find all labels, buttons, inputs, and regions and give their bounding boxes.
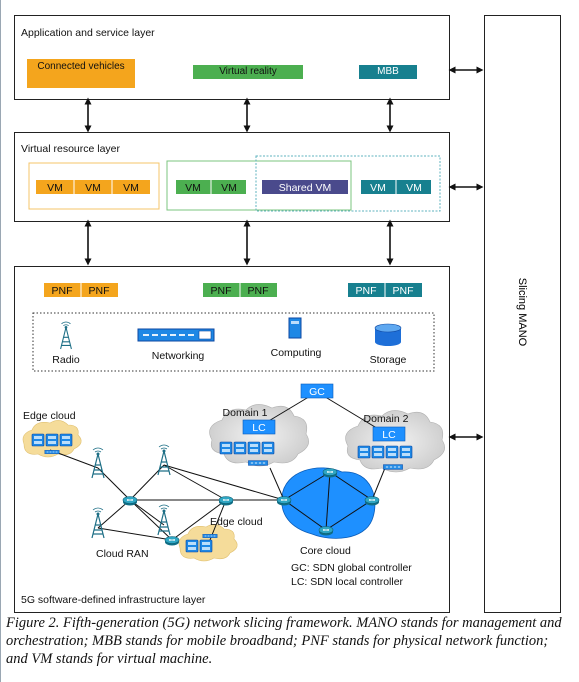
vm-label: VM — [406, 182, 422, 194]
legend-lc-label: LC: SDN local controller — [291, 576, 404, 588]
gc-box — [300, 383, 334, 399]
pnf-label: PNF — [52, 285, 73, 297]
router-icon — [364, 496, 380, 506]
pnf-label: PNF — [248, 285, 269, 297]
router-icon — [164, 536, 180, 546]
resource-labels: Radio Networking Computing Storage — [52, 347, 406, 366]
service-virtual-reality: Virtual reality — [193, 65, 303, 79]
legend-gc-label: GC: SDN global controller — [291, 562, 412, 574]
router-icon — [122, 496, 138, 506]
vm-label: VM — [221, 182, 237, 194]
router-icon — [218, 496, 234, 506]
slicing-mano-box: Slicing MANO — [484, 15, 561, 613]
service-connected-vehicles: Connected vehicles — [27, 59, 135, 88]
radio-tower-icon — [157, 504, 171, 536]
layer-arrows — [84, 66, 484, 441]
virtual-layer-title: Virtual resource layer — [21, 143, 121, 155]
pnf-label: PNF — [393, 285, 414, 297]
pnf-label: PNF — [211, 285, 232, 297]
virtual-resource-layer: Virtual resource layer — [14, 132, 450, 222]
pnf-labels: PNF PNF PNF PNF PNF PNF — [52, 285, 414, 297]
radio-tower-icon — [91, 507, 105, 539]
computing-icon — [288, 317, 302, 339]
vm-label: VM — [185, 182, 201, 194]
resource-computing-label: Computing — [271, 347, 322, 359]
resource-networking-label: Networking — [152, 350, 205, 362]
edge-cloud-left-label: Edge cloud — [23, 410, 76, 422]
lc-box-domain1 — [242, 419, 276, 435]
gc-label: GC — [309, 386, 325, 398]
vm-label: VM — [123, 182, 139, 194]
application-layer-title: Application and service layer — [21, 27, 155, 39]
vm-label: VM — [47, 182, 63, 194]
resource-storage-label: Storage — [370, 354, 407, 366]
network-links — [49, 391, 386, 541]
lc-box-domain2 — [372, 426, 406, 442]
lc-label-domain2: LC — [382, 429, 396, 441]
resource-pool-box — [32, 312, 435, 372]
core-cloud-label: Core cloud — [300, 545, 351, 557]
router-icon — [276, 496, 292, 506]
storage-icon — [374, 323, 402, 346]
domain1-label: Domain 1 — [223, 407, 268, 419]
lc-label-domain1: LC — [252, 422, 266, 434]
radio-tower-icon — [157, 444, 171, 476]
pnf-label: PNF — [356, 285, 377, 297]
service-mbb: MBB — [359, 65, 417, 79]
vm-labels: VM VM VM VM VM Shared VM VM VM — [47, 182, 422, 194]
networking-icon — [137, 328, 215, 342]
pnf-chips — [44, 283, 422, 297]
vm-label: VM — [85, 182, 101, 194]
cloud-ran-label: Cloud RAN — [96, 548, 149, 560]
radio-icon — [60, 321, 72, 350]
pnf-label: PNF — [89, 285, 110, 297]
edge-cloud-center-label: Edge cloud — [210, 516, 263, 528]
vm-slices — [28, 155, 441, 212]
application-service-layer: Application and service layer Connected … — [14, 15, 450, 100]
radio-tower-icon — [91, 447, 105, 479]
domain2-label: Domain 2 — [364, 413, 409, 425]
shared-vm-label: Shared VM — [279, 182, 332, 194]
router-icon — [322, 468, 338, 478]
infrastructure-layer-title: 5G software-defined infrastructure layer — [21, 594, 206, 606]
figure-caption: Figure 2. Fifth-generation (5G) network … — [6, 615, 562, 667]
resource-radio-label: Radio — [52, 354, 80, 366]
router-icon — [318, 526, 334, 536]
vm-label: VM — [370, 182, 386, 194]
